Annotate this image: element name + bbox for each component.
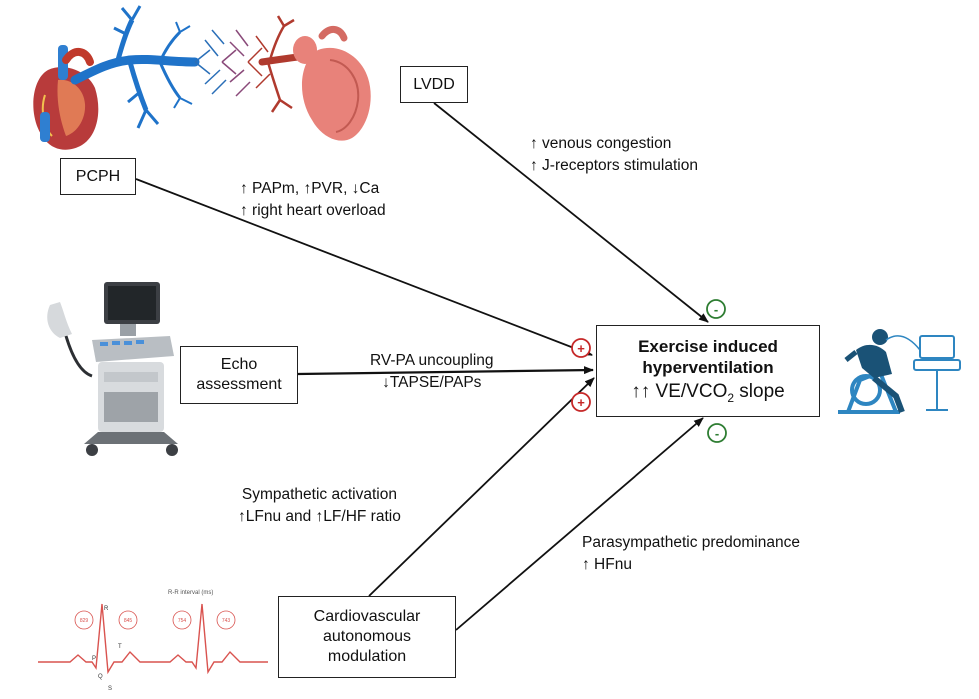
exercise-bike-illustration — [838, 329, 961, 414]
echo-control-panel-icon — [92, 336, 174, 362]
node-lvdd: LVDD — [400, 66, 468, 103]
left-heart-icon — [33, 45, 99, 150]
ecg-wave-t: T — [118, 644, 122, 650]
negative-sign-lvdd — [706, 299, 726, 319]
positive-sign-pcph-text: + — [577, 341, 585, 356]
pulmonary-vein-icon — [258, 15, 309, 113]
ecg-wave-p: P — [92, 656, 96, 662]
effect-signs: + + - - — [571, 299, 727, 443]
pulmonary-artery-icon — [70, 5, 200, 129]
rr-interval-3: 754 — [178, 618, 187, 624]
ecg-wave-q: Q — [98, 674, 103, 680]
capillary-network-icon — [194, 29, 271, 97]
arrow-pcph-to-outcome — [135, 178, 593, 356]
positive-sign-sympathetic-text: + — [577, 395, 585, 410]
heart-lung-illustration — [33, 5, 371, 150]
ecg-wave-s: S — [108, 686, 112, 692]
edge-label-lvdd: ↑ venous congestion ↑ J-receptors stimul… — [530, 135, 698, 175]
edge-label-echo: RV-PA uncoupling ↓TAPSE/PAPs — [370, 352, 494, 392]
positive-sign-pcph — [571, 338, 591, 358]
ecg-title: R-R interval (ms) — [168, 590, 213, 596]
arrow-parasympathetic-to-outcome — [455, 417, 704, 631]
cpet-monitor-icon — [919, 335, 955, 359]
node-exercise-induced-hyperventilation: Exercise induced hyperventilation ↑↑ VE/… — [596, 325, 820, 417]
node-pcph-label: PCPH — [75, 167, 121, 185]
ecg-wave-r: R — [104, 606, 109, 612]
node-echo: Echo assessment — [180, 346, 298, 404]
arrow-sympathetic-to-outcome — [368, 377, 595, 597]
echo-machine-illustration — [47, 282, 178, 456]
node-cam-label: Cardiovascular autonomous modulation — [313, 608, 421, 665]
outcome-slope: ↑↑ VE/VCO2 slope — [631, 381, 785, 406]
node-lvdd-label: LVDD — [413, 75, 455, 93]
ecg-trace — [38, 603, 268, 675]
outcome-line-2: hyperventilation — [642, 358, 774, 378]
right-heart-icon — [293, 26, 371, 141]
positive-sign-sympathetic — [571, 392, 591, 412]
rr-interval-2: 845 — [124, 618, 133, 624]
edge-label-pcph: ↑ PAPm, ↑PVR, ↓Ca ↑ right heart overload — [240, 180, 386, 220]
cyclist-head-icon — [872, 329, 888, 345]
arrows — [135, 102, 709, 631]
edge-label-parasympathetic: Parasympathetic predominance ↑ HFnu — [582, 534, 800, 574]
node-pcph: PCPH — [60, 158, 136, 195]
ultrasound-probe-icon — [47, 302, 72, 338]
ecg-illustration: R-R interval (ms) 829 845 754 743 R P Q … — [38, 590, 268, 692]
rr-interval-1: 829 — [80, 618, 89, 624]
node-echo-label: Echo assessment — [196, 356, 282, 393]
arrow-lvdd-to-outcome — [433, 102, 709, 323]
negative-sign-lvdd-text: - — [714, 302, 718, 317]
negative-sign-parasympathetic-text: - — [715, 426, 719, 441]
node-cardiovascular-autonomous-modulation: Cardiovascular autonomous modulation — [278, 596, 456, 678]
arrow-echo-to-outcome — [297, 366, 594, 376]
negative-sign-parasympathetic — [707, 423, 727, 443]
edge-label-sympathetic: Sympathetic activation ↑LFnu and ↑LF/HF … — [238, 486, 401, 526]
rr-interval-4: 743 — [222, 618, 231, 624]
outcome-line-1: Exercise induced — [638, 336, 778, 356]
